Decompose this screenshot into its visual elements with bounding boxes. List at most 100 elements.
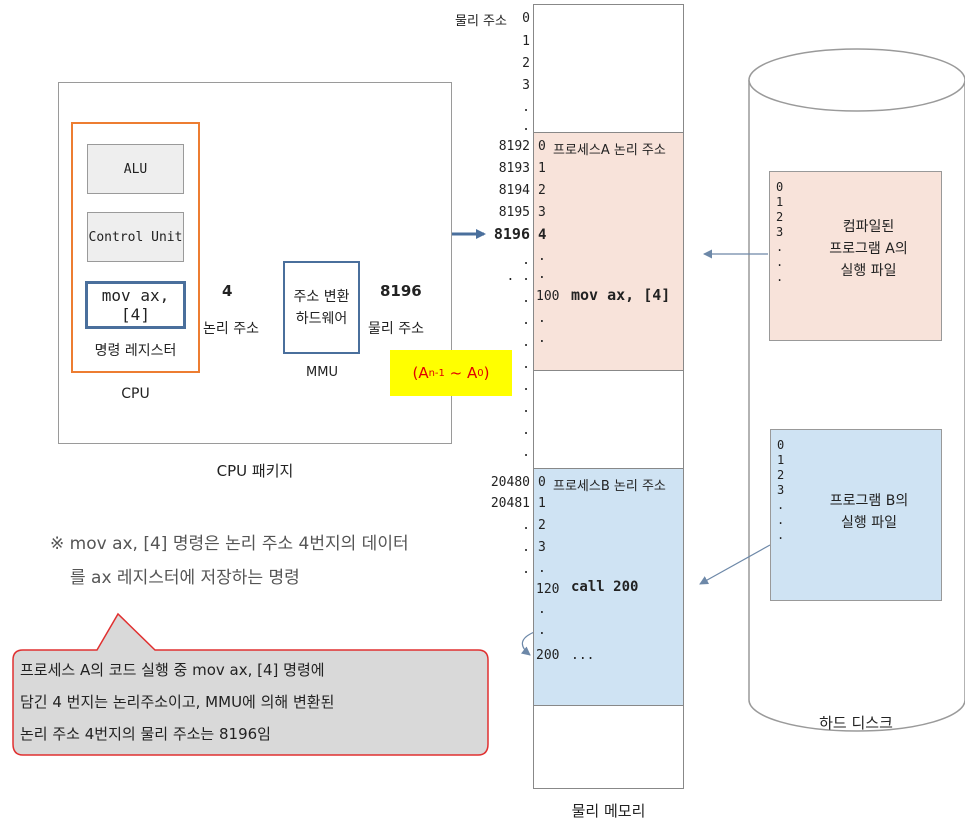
mem-addr-dot: .	[522, 100, 530, 115]
gap-dot: .	[538, 249, 546, 264]
callout-line2: 담긴 4 번지는 논리주소이고, MMU에 의해 변환된	[20, 693, 335, 711]
proc-a-offset: 3	[538, 205, 546, 220]
mem-addr-dot: .	[522, 119, 530, 134]
gap-dot: .	[522, 335, 530, 350]
mem-addr-0: 0	[522, 11, 530, 26]
proc-a-phys-addr: 8192	[498, 139, 530, 154]
program-b-file: 0 1 2 3 . . . 프로그램 B의 실행 파일	[770, 429, 942, 601]
mmu-label: MMU	[306, 365, 338, 380]
logical-address-value: 4	[222, 282, 233, 300]
gap-dot: .	[522, 253, 530, 268]
gap-dot: .	[538, 623, 546, 638]
mmu-line2: 하드웨어	[295, 310, 348, 327]
file-line: .	[776, 240, 784, 254]
program-a-lines: 0 1 2 3 . . .	[776, 180, 783, 285]
process-b-segment	[534, 468, 683, 706]
file-line: 2	[777, 468, 785, 482]
proc-a-offset: 0	[538, 139, 546, 154]
logical-address-label: 논리 주소	[203, 321, 259, 337]
program-b-title-line1: 프로그램 B의	[829, 493, 909, 509]
proc-b-phys-addr: 20481	[490, 496, 530, 511]
proc-a-offset-target: 4	[538, 227, 547, 243]
gap-dot: .	[522, 540, 530, 555]
file-line: 1	[777, 453, 785, 467]
proc-a-phys-addr: 8193	[498, 161, 530, 176]
address-bits-suffix: )	[483, 364, 490, 382]
gap-dot: .	[538, 267, 546, 282]
gap-dot: .	[522, 379, 530, 394]
address-bits-sub2: 0	[477, 367, 484, 379]
instruction-register-label: 명령 레지스터	[94, 343, 177, 359]
proc-a-offset: 1	[538, 161, 546, 176]
cpu-label: CPU	[121, 386, 150, 402]
file-line: 2	[776, 210, 784, 224]
mmu-line1: 주소 변환	[293, 288, 350, 305]
file-line: .	[777, 498, 785, 512]
process-b-title: 프로세스B 논리 주소	[553, 479, 666, 494]
gap-dot: .	[522, 357, 530, 372]
gap-dot: .	[522, 401, 530, 416]
address-bits-sub1: n-1	[428, 367, 445, 379]
program-b-lines: 0 1 2 3 . . .	[777, 438, 784, 543]
process-a-segment	[534, 132, 683, 371]
physical-memory-label: 물리 메모리	[571, 802, 646, 820]
proc-b-target-instruction: ...	[571, 648, 595, 663]
proc-b-target-offset: 200	[536, 648, 560, 663]
file-line: .	[777, 513, 785, 527]
gap-dot: .	[522, 562, 530, 577]
gap-dot: .	[522, 445, 530, 460]
file-line: 1	[776, 195, 784, 209]
proc-a-instruction: mov ax, [4]	[571, 286, 671, 304]
file-line: .	[776, 270, 784, 284]
program-b-title-line2: 실행 파일	[841, 515, 897, 531]
physical-address-header: 물리 주소	[455, 14, 507, 29]
instruction-note: ※ mov ax, [4] 명령은 논리 주소 4번지의 데이터 를 ax 레지…	[50, 527, 409, 595]
note-line1: ※ mov ax, [4] 명령은 논리 주소 4번지의 데이터	[50, 534, 409, 554]
file-line: 3	[776, 225, 784, 239]
gap-dot: .	[522, 518, 530, 533]
program-a-title-line1: 컴파일된	[842, 219, 895, 235]
mmu-box: 주소 변환 하드웨어	[283, 261, 360, 354]
callout-line1: 프로세스 A의 코드 실행 중 mov ax, [4] 명령에	[20, 661, 325, 679]
proc-a-instr-offset: 100	[536, 289, 560, 304]
process-a-title: 프로세스A 논리 주소	[553, 143, 666, 158]
proc-b-offset: 2	[538, 518, 546, 533]
gap-dot: .	[538, 311, 546, 326]
file-line: 0	[777, 438, 785, 452]
gap-dot: .	[538, 602, 546, 617]
file-line: .	[776, 255, 784, 269]
file-line: .	[777, 528, 785, 542]
mem-addr-3: 3	[522, 78, 530, 93]
mem-addr-2: 2	[522, 56, 530, 71]
proc-b-phys-addr: 20480	[490, 475, 530, 490]
proc-a-offset: 2	[538, 183, 546, 198]
alu-unit: ALU	[87, 144, 184, 194]
proc-a-phys-addr: 8194	[498, 183, 530, 198]
program-a-title: 컴파일된 프로그램 A의 실행 파일	[800, 216, 937, 282]
note-line2: 를 ax 레지스터에 저장하는 명령	[70, 568, 300, 588]
program-b-title: 프로그램 B의 실행 파일	[801, 490, 937, 534]
callout-line3: 논리 주소 4번지의 물리 주소는 8196임	[20, 725, 271, 743]
proc-b-offset: 1	[538, 496, 546, 511]
physical-address-value: 8196	[380, 282, 422, 300]
gap-dot: .	[522, 313, 530, 328]
proc-b-offset: 3	[538, 540, 546, 555]
file-line: 3	[777, 483, 785, 497]
callout-text: 프로세스 A의 코드 실행 중 mov ax, [4] 명령에 담긴 4 번지는…	[20, 654, 484, 750]
callout-shape	[12, 612, 489, 756]
gap-dot: .	[538, 561, 546, 576]
proc-b-call-instruction: call 200	[571, 579, 639, 595]
program-a-title-line2: 프로그램 A의	[829, 241, 908, 257]
program-a-file: 0 1 2 3 . . . 컴파일된 프로그램 A의 실행 파일	[769, 171, 942, 341]
instruction-register: mov ax, [4]	[85, 281, 186, 329]
address-bits-mid: ~ A	[444, 364, 478, 382]
gap-dot: .	[522, 291, 530, 306]
proc-a-phys-addr-target: 8196	[493, 225, 530, 243]
mem-addr-1: 1	[522, 34, 530, 49]
address-bits-prefix: (A	[412, 364, 429, 382]
proc-b-call-offset: 120	[536, 582, 560, 597]
hard-disk-cylinder	[748, 48, 965, 732]
hard-disk-label: 하드 디스크	[819, 714, 893, 732]
control-unit: Control Unit	[87, 212, 184, 262]
